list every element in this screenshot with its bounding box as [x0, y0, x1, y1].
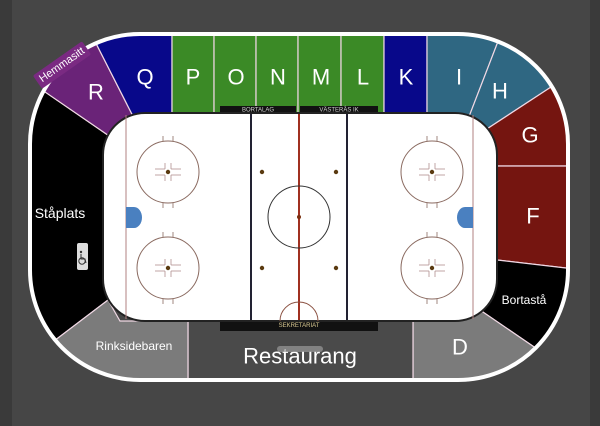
- section-q-label: Q: [136, 65, 153, 90]
- section-m-label: M: [312, 65, 330, 90]
- home-bench-box: [300, 106, 378, 115]
- section-restaurant[interactable]: [187, 320, 414, 426]
- section-p[interactable]: [171, 0, 215, 126]
- section-i-label: I: [456, 65, 462, 90]
- wheelchair-icon: [77, 243, 88, 270]
- away-bench-label: BORTALAG: [242, 108, 274, 114]
- section-n-label: N: [270, 65, 286, 90]
- section-k-label: K: [399, 65, 414, 90]
- section-standing-label: Ståplats: [35, 205, 86, 221]
- scroll-handle[interactable]: [277, 346, 323, 352]
- section-away-standing-label: Bortastå: [502, 293, 547, 307]
- faceoff-circle: [136, 232, 200, 304]
- faceoff-circle: [136, 136, 200, 208]
- section-l-label: L: [357, 65, 369, 90]
- section-d-label: D: [452, 335, 468, 360]
- section-p-label: P: [186, 65, 201, 90]
- section-f-label: F: [526, 204, 539, 229]
- ice-rink: [102, 112, 498, 322]
- section-o-label: O: [227, 65, 244, 90]
- section-rinkside-bar-label: Rinksidebaren: [96, 339, 173, 353]
- arena-outline: [28, 32, 570, 382]
- away-bench-box: [220, 106, 296, 115]
- secretariat-label: SEKRETARIAT: [279, 323, 320, 329]
- section-r-label: R: [88, 80, 104, 105]
- home-bench-label: VÄSTERÅS IK: [319, 107, 358, 114]
- section-h-label: H: [492, 79, 508, 104]
- left-edge: [0, 0, 12, 426]
- faceoff-circle: [400, 136, 464, 208]
- section-k[interactable]: [383, 0, 428, 126]
- secretariat-box: [220, 321, 378, 331]
- right-edge: [590, 0, 600, 426]
- faceoff-circle: [400, 232, 464, 304]
- section-g-label: G: [521, 123, 538, 148]
